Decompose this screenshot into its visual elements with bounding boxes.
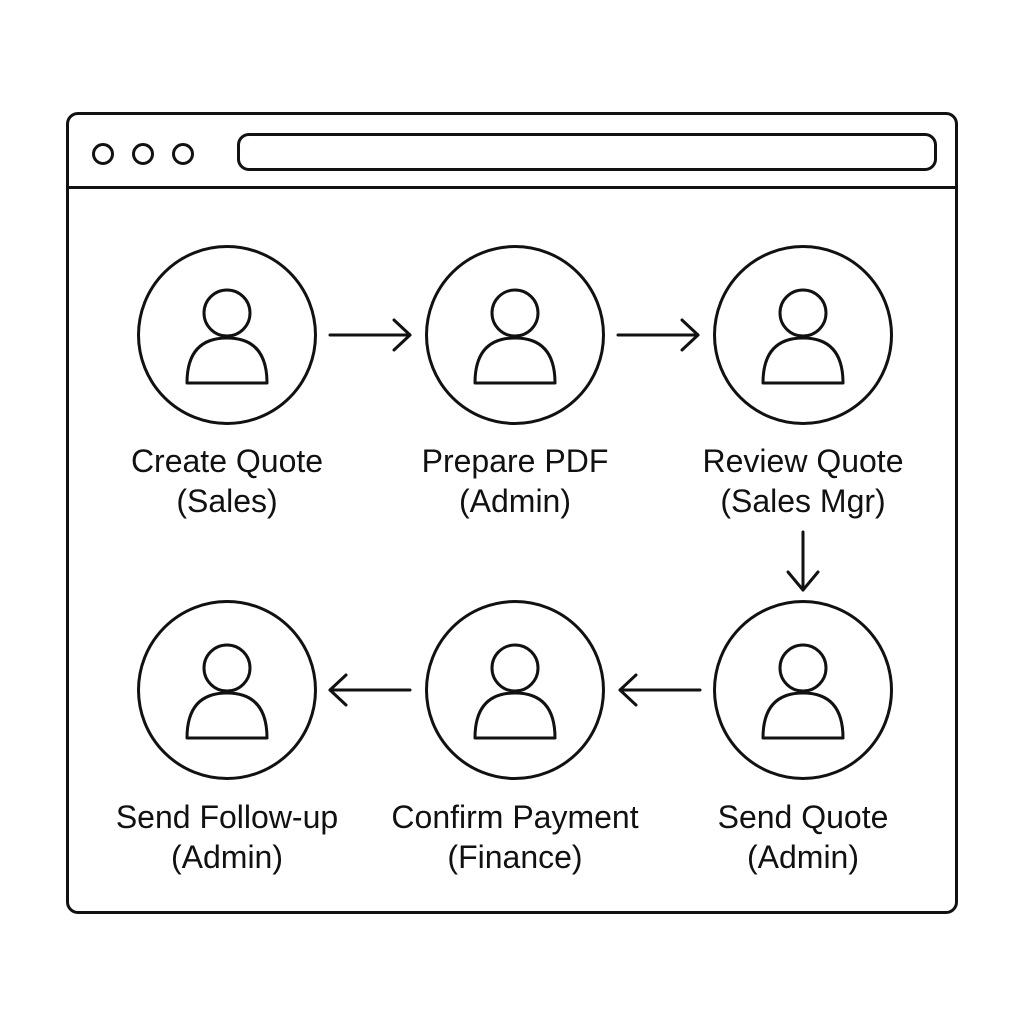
node-title: Prepare PDF — [421, 443, 609, 479]
window-control-dot-3[interactable] — [172, 143, 194, 165]
user-icon — [761, 288, 845, 385]
node-role: (Finance) — [447, 839, 583, 875]
node-label-confirm-payment: Confirm Payment (Finance) — [385, 797, 645, 877]
node-title: Confirm Payment — [391, 799, 639, 835]
node-label-prepare-pdf: Prepare PDF (Admin) — [385, 441, 645, 521]
node-label-review-quote: Review Quote (Sales Mgr) — [673, 441, 933, 521]
user-icon — [473, 288, 557, 385]
node-prepare-pdf — [425, 245, 605, 425]
window-control-dot-2[interactable] — [132, 143, 154, 165]
node-label-create-quote: Create Quote (Sales) — [97, 441, 357, 521]
user-icon — [185, 643, 269, 740]
node-label-send-quote: Send Quote (Admin) — [673, 797, 933, 877]
node-role: (Admin) — [170, 839, 283, 875]
node-send-quote — [713, 600, 893, 780]
node-review-quote — [713, 245, 893, 425]
node-title: Create Quote — [130, 443, 324, 479]
node-create-quote — [137, 245, 317, 425]
node-role: (Admin) — [746, 839, 859, 875]
node-title: Review Quote — [702, 443, 904, 479]
window-titlebar — [69, 115, 955, 189]
user-icon — [185, 288, 269, 385]
address-bar[interactable] — [237, 133, 937, 171]
node-label-send-follow-up: Send Follow-up (Admin) — [97, 797, 357, 877]
node-confirm-payment — [425, 600, 605, 780]
node-role: (Admin) — [458, 483, 571, 519]
node-title: Send Follow-up — [115, 799, 339, 835]
user-icon — [761, 643, 845, 740]
window-control-dot-1[interactable] — [92, 143, 114, 165]
node-role: (Sales) — [176, 483, 278, 519]
node-title: Send Quote — [717, 799, 889, 835]
node-role: (Sales Mgr) — [720, 483, 886, 519]
user-icon — [473, 643, 557, 740]
node-send-follow-up — [137, 600, 317, 780]
